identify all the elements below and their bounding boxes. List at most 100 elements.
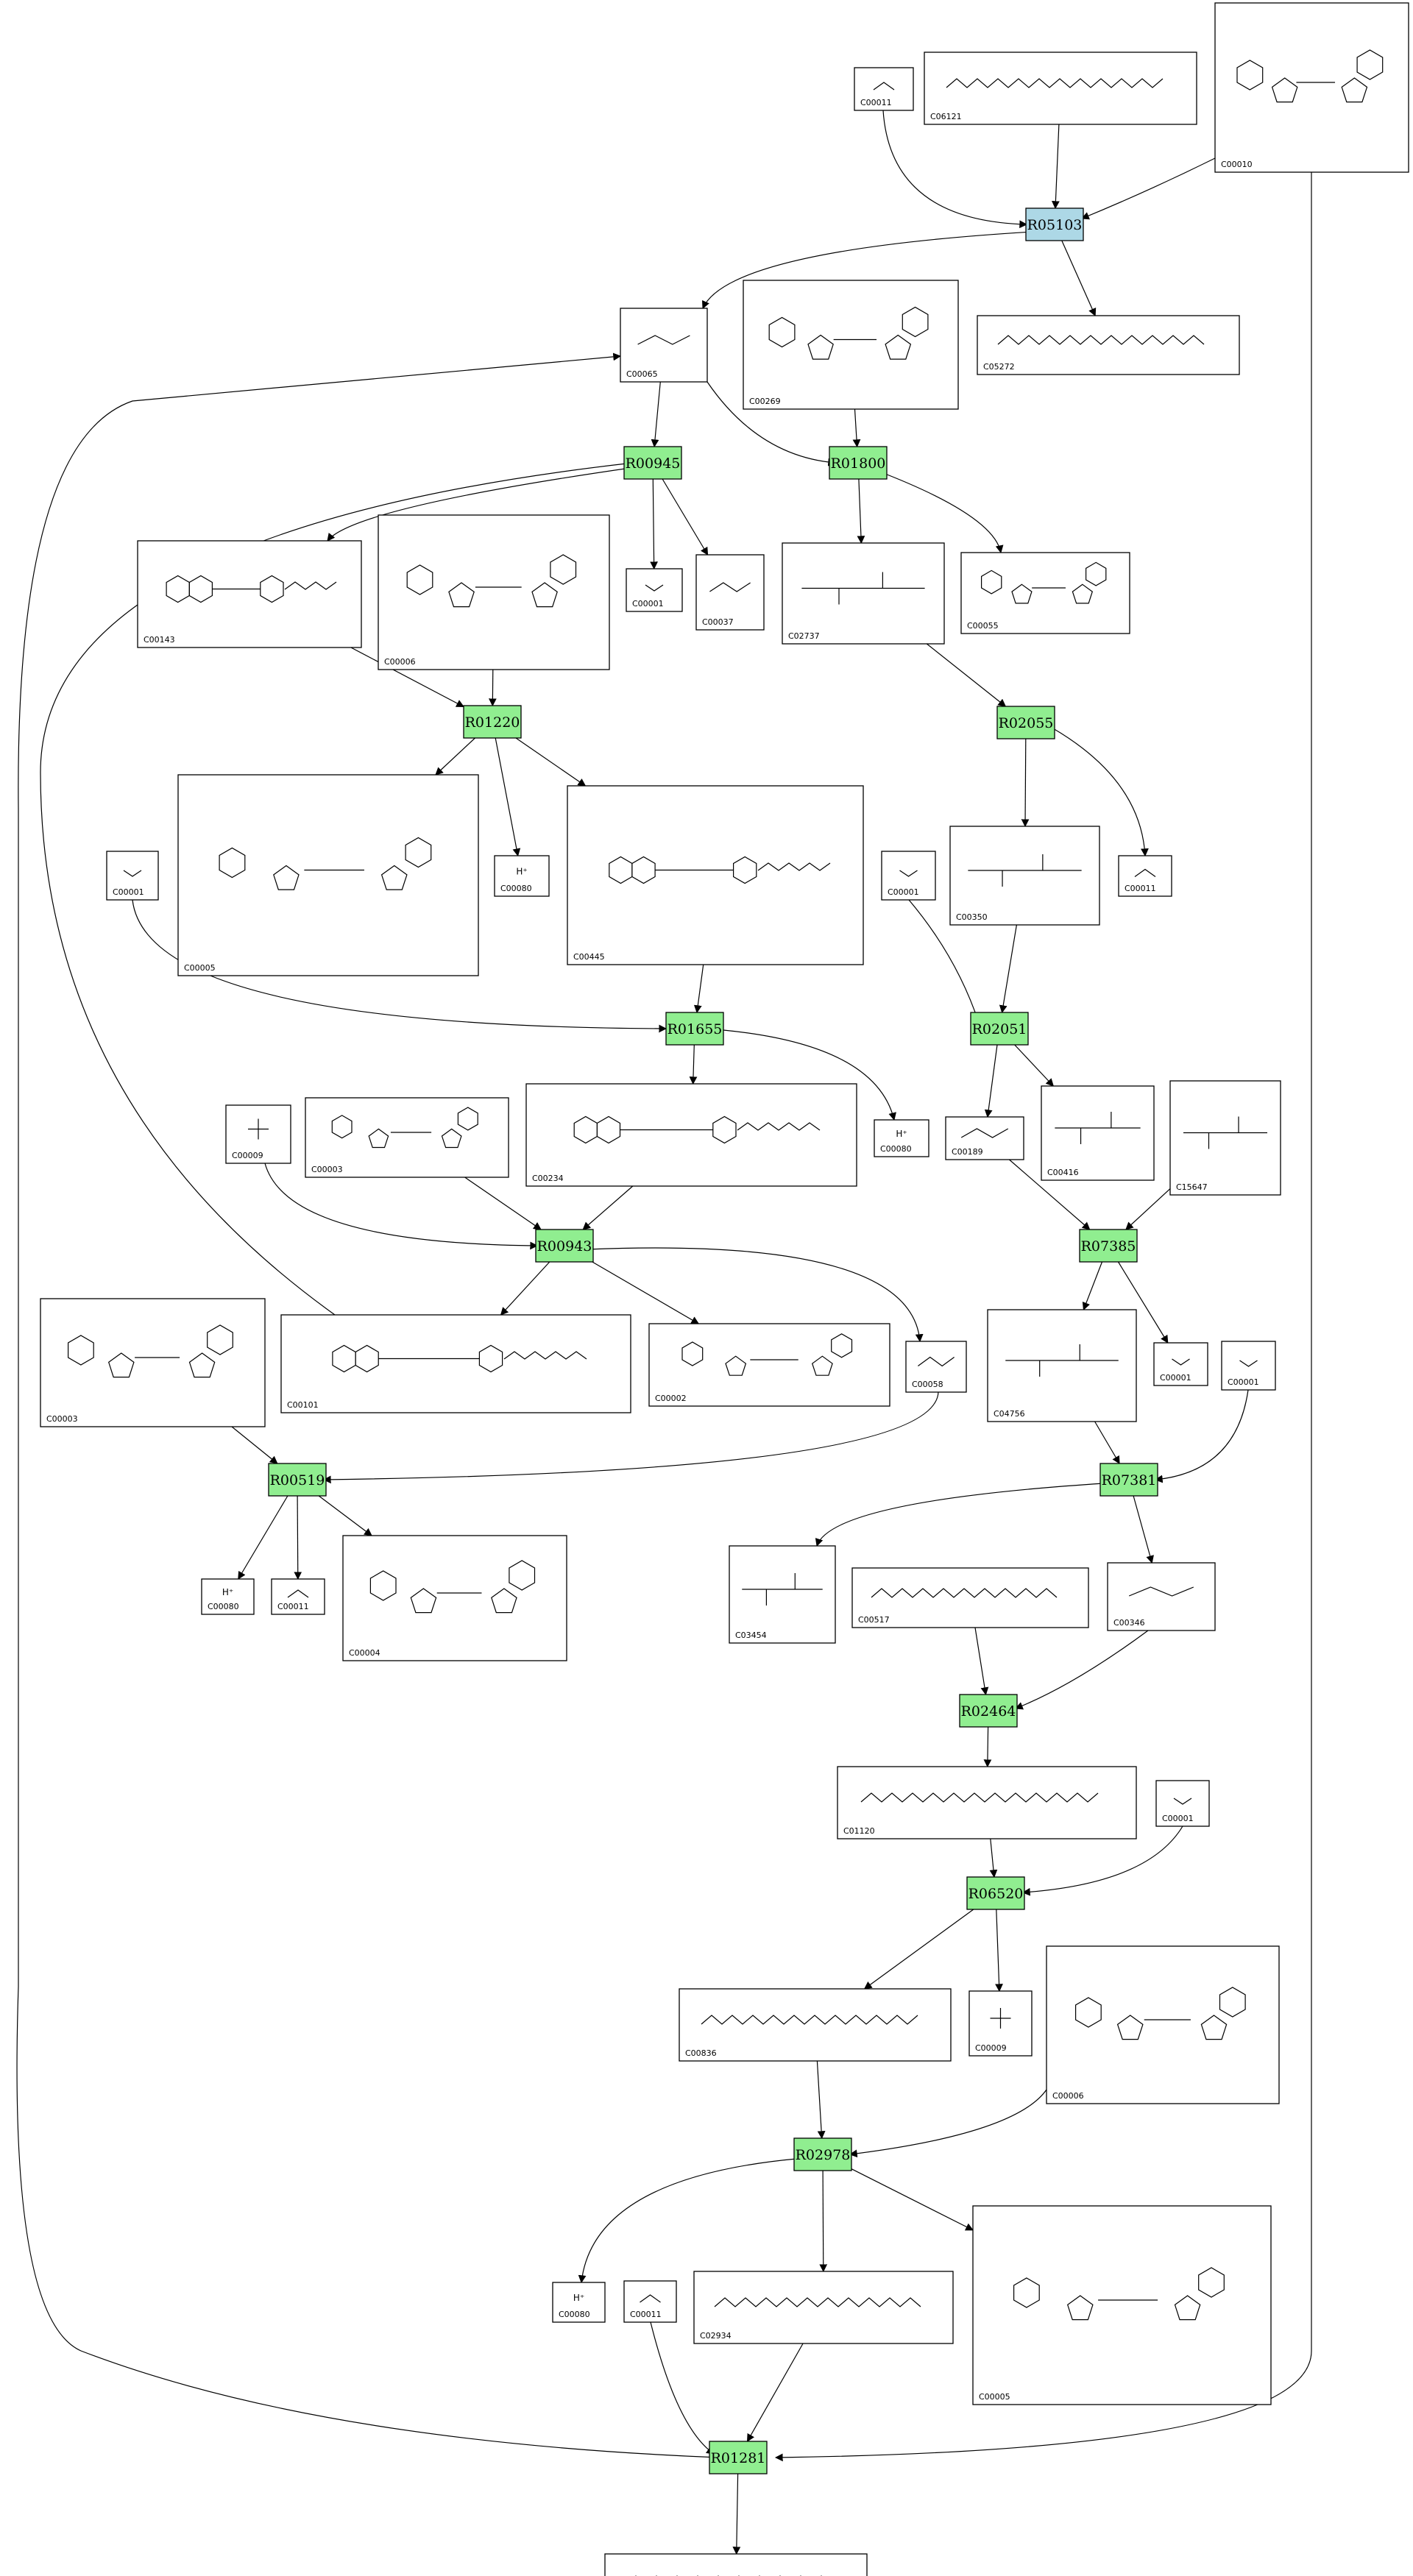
edge-c00011_a-to-r05103 xyxy=(882,110,1028,229)
compound-id-label: C00006 xyxy=(1052,2091,1084,2101)
compound-c00011-d[interactable]: C00011 xyxy=(623,2280,677,2323)
reaction-r01655[interactable]: R01655 xyxy=(665,1012,724,1046)
reaction-r02055[interactable]: R02055 xyxy=(996,706,1055,739)
edge-c00836-to-r02978 xyxy=(816,2060,826,2140)
compound-c00003-a[interactable]: C00003 xyxy=(305,1097,509,1178)
compound-c00001-b[interactable]: C00001 xyxy=(106,851,159,901)
reaction-r01281[interactable]: R01281 xyxy=(709,2441,768,2474)
compound-id-label: C00003 xyxy=(46,1414,78,1424)
svg-text:H⁺: H⁺ xyxy=(222,1587,233,1597)
reaction-r06520[interactable]: R06520 xyxy=(966,1876,1025,1910)
compound-c00010[interactable]: C00010 xyxy=(1214,2,1409,173)
edge-r02051-to-c00416 xyxy=(1014,1044,1055,1087)
compound-c00065[interactable]: C00065 xyxy=(620,308,708,383)
compound-c00416[interactable]: C00416 xyxy=(1041,1085,1155,1181)
compound-c04756[interactable]: C04756 xyxy=(987,1309,1137,1422)
compound-c00836[interactable]: C00836 xyxy=(679,1988,952,2062)
compound-c02737[interactable]: C02737 xyxy=(782,542,945,645)
compound-c00009-a[interactable]: C00009 xyxy=(225,1104,291,1164)
compound-id-label: C05272 xyxy=(983,362,1015,372)
structure-diagram-icon: H⁺ xyxy=(516,867,527,877)
compound-c00004[interactable]: C00004 xyxy=(342,1535,567,1661)
reaction-r01220[interactable]: R01220 xyxy=(463,705,522,739)
edge-c00009_a-to-r00943 xyxy=(264,1163,539,1250)
structure-diagram-icon xyxy=(742,1573,823,1605)
compound-c00080-b[interactable]: H⁺C00080 xyxy=(874,1119,929,1157)
compound-c00234[interactable]: C00234 xyxy=(525,1083,857,1187)
reaction-r02978[interactable]: R02978 xyxy=(793,2137,852,2171)
compound-c00001-f[interactable]: C00001 xyxy=(1155,1780,1210,1827)
reaction-r00943[interactable]: R00943 xyxy=(535,1229,594,1263)
reaction-r05103[interactable]: R05103 xyxy=(1025,207,1084,241)
compound-c00011-c[interactable]: C00011 xyxy=(271,1578,325,1615)
edge-c00058-to-r00519 xyxy=(322,1391,939,1484)
compound-c00143[interactable]: C00143 xyxy=(137,540,362,648)
compound-c01120[interactable]: C01120 xyxy=(837,1766,1137,1839)
compound-id-label: C00001 xyxy=(1160,1373,1191,1383)
compound-c06121[interactable]: C06121 xyxy=(924,52,1197,125)
compound-id-label: C00189 xyxy=(952,1147,983,1157)
compound-c00154[interactable]: C00154 xyxy=(604,2553,868,2576)
compound-id-label: C00004 xyxy=(349,1648,380,1658)
compound-c00009-b[interactable]: C00009 xyxy=(968,1990,1033,2057)
compound-c00001-a[interactable]: C00001 xyxy=(626,568,683,612)
compound-c00005-b[interactable]: C00005 xyxy=(972,2205,1272,2405)
structure-diagram-icon xyxy=(873,82,895,91)
edge-r00943-to-c00101 xyxy=(500,1261,550,1316)
compound-c00101[interactable]: C00101 xyxy=(280,1314,631,1413)
compound-c00037[interactable]: C00037 xyxy=(695,554,765,631)
reaction-r02051[interactable]: R02051 xyxy=(970,1012,1029,1046)
compound-c00001-c[interactable]: C00001 xyxy=(881,851,936,901)
compound-id-label: C00011 xyxy=(860,98,892,107)
compound-c00080-a[interactable]: H⁺C00080 xyxy=(494,855,550,897)
structure-diagram-icon xyxy=(406,554,577,608)
compound-id-label: C00080 xyxy=(559,2310,590,2319)
compound-c00006-b[interactable]: C00006 xyxy=(1046,1945,1280,2104)
compound-id-label: C00001 xyxy=(888,887,919,897)
reaction-r01800[interactable]: R01800 xyxy=(829,446,888,480)
structure-diagram-icon xyxy=(801,572,925,605)
edge-c00001_f-to-r06520 xyxy=(1021,1825,1183,1896)
reaction-label: R05103 xyxy=(1027,217,1083,233)
compound-c05272[interactable]: C05272 xyxy=(977,315,1240,375)
compound-c00001-d[interactable]: C00001 xyxy=(1153,1342,1208,1386)
reaction-r07381[interactable]: R07381 xyxy=(1099,1463,1158,1497)
compound-c00080-c[interactable]: H⁺ C00080 xyxy=(201,1578,255,1615)
reaction-r07385[interactable]: R07385 xyxy=(1079,1229,1138,1263)
compound-c00002[interactable]: C00002 xyxy=(648,1323,890,1407)
compound-c03454[interactable]: C03454 xyxy=(729,1545,836,1644)
compound-id-label: C00065 xyxy=(626,369,658,379)
compound-c00011-a[interactable]: C00011 xyxy=(854,67,914,111)
edge-c04756-to-r07381 xyxy=(1094,1421,1120,1464)
compound-c00005-a[interactable]: C00005 xyxy=(177,774,479,976)
compound-c00189[interactable]: C00189 xyxy=(945,1116,1024,1160)
compound-c00011-b[interactable]: C00011 xyxy=(1118,855,1172,897)
compound-id-label: C00080 xyxy=(208,1602,239,1611)
compound-c00517[interactable]: C00517 xyxy=(851,1567,1089,1628)
structure-diagram-icon xyxy=(871,1588,1058,1598)
edge-r00519-to-c00011_c xyxy=(294,1495,302,1580)
compound-c00055[interactable]: C00055 xyxy=(960,552,1130,634)
compound-id-label: C00055 xyxy=(967,621,999,631)
compound-id-label: C00006 xyxy=(384,657,416,667)
compound-c00346[interactable]: C00346 xyxy=(1107,1562,1216,1631)
compound-c00445[interactable]: C00445 xyxy=(567,785,864,965)
edge-c00234-to-r00943 xyxy=(582,1185,634,1230)
compound-c00269[interactable]: C00269 xyxy=(743,280,959,410)
reaction-r02464[interactable]: R02464 xyxy=(959,1694,1018,1728)
compound-c02934[interactable]: C02934 xyxy=(693,2271,954,2344)
compound-c00058[interactable]: C00058 xyxy=(905,1341,967,1393)
compound-c15647[interactable]: C15647 xyxy=(1169,1080,1281,1196)
structure-diagram-icon xyxy=(1236,49,1384,103)
compound-id-label: C04756 xyxy=(994,1409,1025,1419)
compound-c00350[interactable]: C00350 xyxy=(949,826,1100,926)
reaction-r00519[interactable]: R00519 xyxy=(268,1463,327,1497)
compound-c00003-b[interactable]: C00003 xyxy=(40,1298,266,1427)
reaction-r00945[interactable]: R00945 xyxy=(623,446,682,480)
compound-c00080-d[interactable]: H⁺C00080 xyxy=(552,2282,606,2323)
structure-diagram-icon xyxy=(997,335,1205,345)
compound-c00006-a[interactable]: C00006 xyxy=(378,514,610,670)
compound-id-label: C00009 xyxy=(975,2043,1007,2053)
compound-c00001-e[interactable]: C00001 xyxy=(1221,1341,1276,1391)
